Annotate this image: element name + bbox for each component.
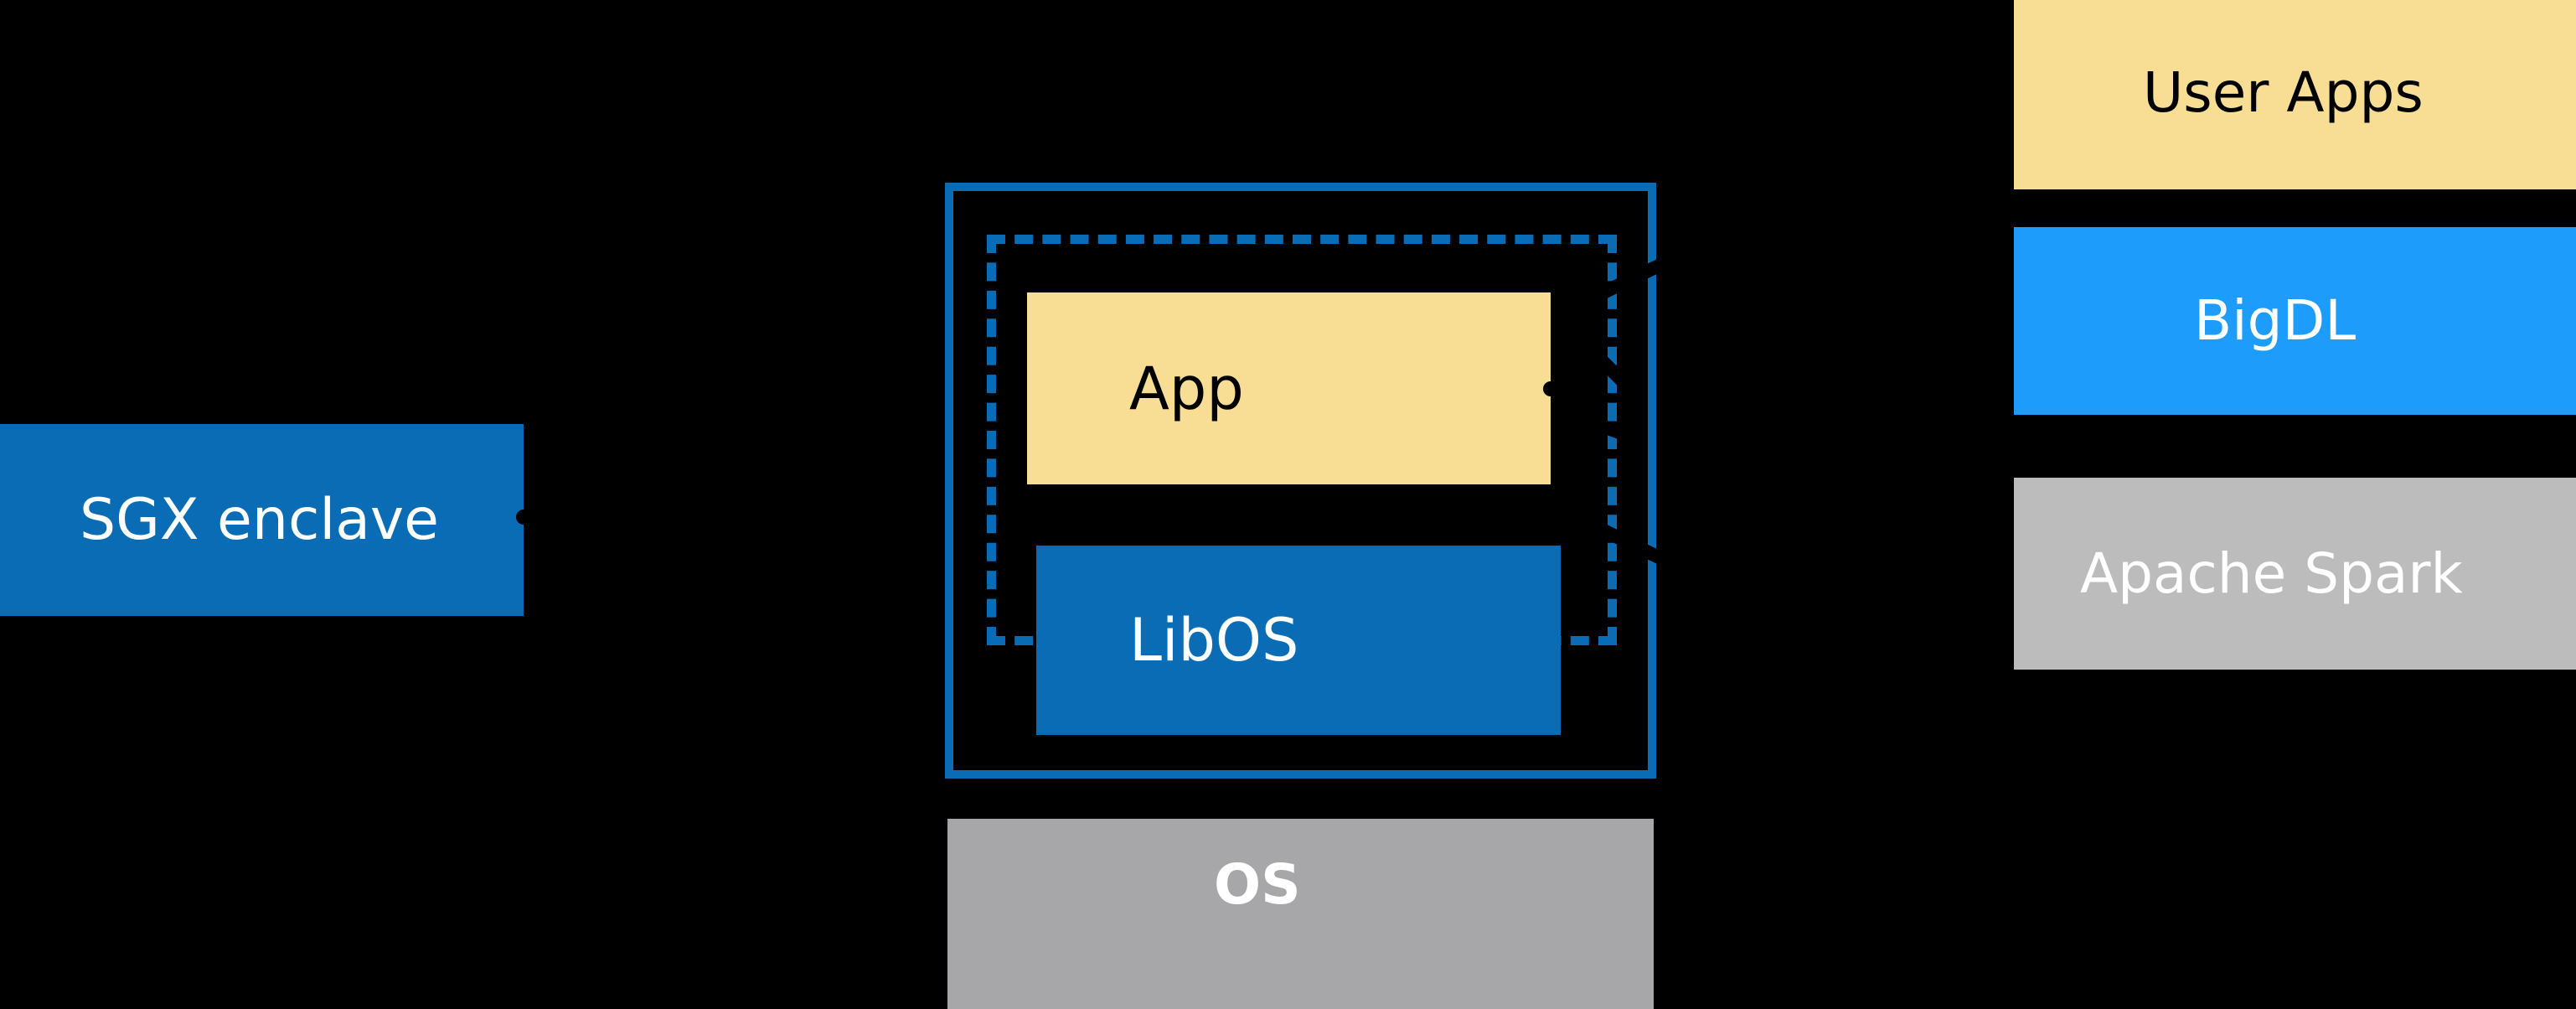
libos-label: LibOS [1129,606,1299,675]
os-box[interactable]: OS [947,819,1654,1009]
user-apps-box[interactable]: User Apps [2014,0,2576,189]
sgx-enclave-box[interactable]: SGX enclave [0,424,524,616]
libos-box[interactable]: LibOS [1036,546,1561,735]
enclave-outline-container [945,183,1656,779]
sgx-enclave-label: SGX enclave [79,486,440,553]
app-box[interactable]: App [1027,292,1551,484]
user-apps-label: User Apps [2143,60,2424,125]
apache-spark-label: Apache Spark [2080,541,2463,606]
bigdl-label: BigDL [2194,288,2357,353]
app-connector-arrow-icon [1543,381,1558,396]
bigdl-box[interactable]: BigDL [2014,227,2576,415]
sgx-enclave-connector-arrow-icon [516,510,531,525]
os-label: OS [1214,852,1301,917]
apache-spark-box[interactable]: Apache Spark [2014,478,2576,670]
app-label: App [1129,354,1244,423]
